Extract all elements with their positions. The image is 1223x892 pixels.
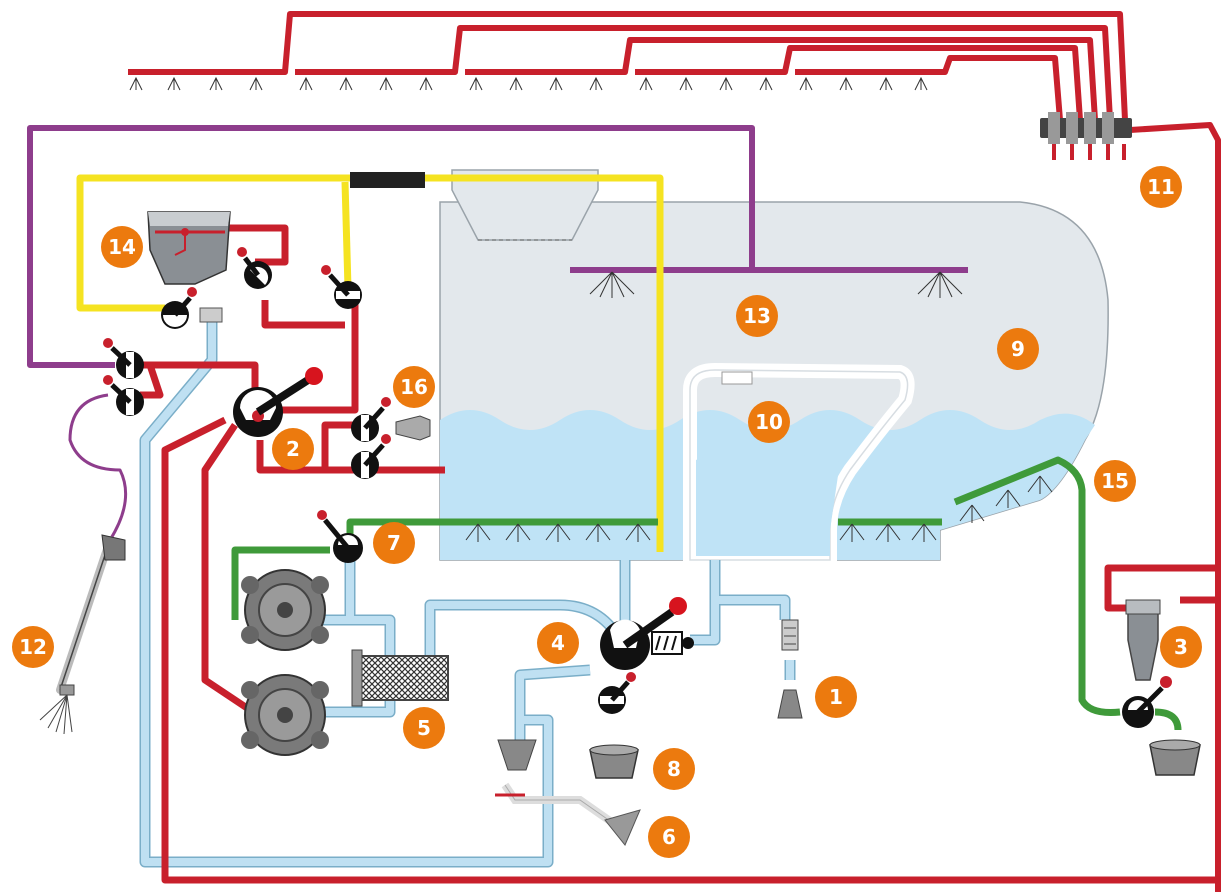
suction-filter [351,649,449,707]
valve-rinse-upper [103,338,144,379]
badge-2: 2 [272,428,314,470]
valve-rinse-lower [103,375,144,416]
badge-11-text: 11 [1147,175,1175,199]
badge-3: 3 [1160,626,1202,668]
badge-2-text: 2 [286,437,300,461]
valve-return-shutoff [321,265,362,309]
badge-8: 8 [653,748,695,790]
boom-nozzles [129,76,928,91]
badge-11: 11 [1140,166,1182,208]
valve-inductor-bottom [161,287,197,329]
badge-14-text: 14 [108,235,136,259]
rinse-nozzles [589,271,963,298]
suction-selector-valve [600,597,687,670]
badge-1: 1 [815,676,857,718]
section-valves-block [1040,112,1132,160]
badge-5: 5 [403,707,445,749]
badge-13-text: 13 [743,304,771,328]
boom-lines [128,11,1221,892]
badge-6-text: 6 [662,825,676,849]
inductor-suction-port [199,307,223,323]
badge-4-text: 4 [551,631,565,655]
suction-inlet [777,619,803,719]
chemical-inductor [147,211,231,285]
check-valve [651,631,694,655]
badge-3-text: 3 [1174,635,1188,659]
badge-15: 15 [1094,460,1136,502]
badge-10-text: 10 [755,410,783,434]
badge-4: 4 [537,622,579,664]
agitation-drain-cup [1149,739,1201,776]
badge-13: 13 [736,295,778,337]
fill-connector [395,415,431,441]
agitation-shutoff-valve [1122,676,1172,728]
badge-9: 9 [997,328,1039,370]
agitation-lines [231,456,1182,731]
pump-upper [241,569,329,651]
agitation-valve [317,510,363,563]
badge-8-text: 8 [667,757,681,781]
badge-5-text: 5 [417,716,431,740]
valves [103,247,1172,728]
rinse-tank [683,362,915,567]
valve-fill-lower [351,434,391,479]
badge-6: 6 [648,816,690,858]
pressure-distribution-valve [233,367,323,437]
badge-15-text: 15 [1101,469,1129,493]
return-line [76,174,664,552]
agitation-nozzles [465,475,1053,542]
drain-valve [598,672,636,714]
pump-lower [241,674,329,756]
valve-fill-upper [351,397,391,442]
pressure-filter [1125,599,1161,681]
suction-lines [139,318,796,868]
badge-7-text: 7 [387,531,401,555]
badge-12-text: 12 [19,635,47,659]
badge-1-text: 1 [829,685,843,709]
badge-7: 7 [373,522,415,564]
drain-outlet [495,739,641,846]
drain-cup [589,744,639,779]
return-junction [350,172,425,188]
badge-16: 16 [393,366,435,408]
badge-14: 14 [101,226,143,268]
badge-10: 10 [748,401,790,443]
valve-inductor-side [237,247,272,289]
hand-lance [39,534,126,735]
rinse-line [27,125,968,541]
badge-16-text: 16 [400,375,428,399]
badge-9-text: 9 [1011,337,1025,361]
badge-12: 12 [12,626,54,668]
